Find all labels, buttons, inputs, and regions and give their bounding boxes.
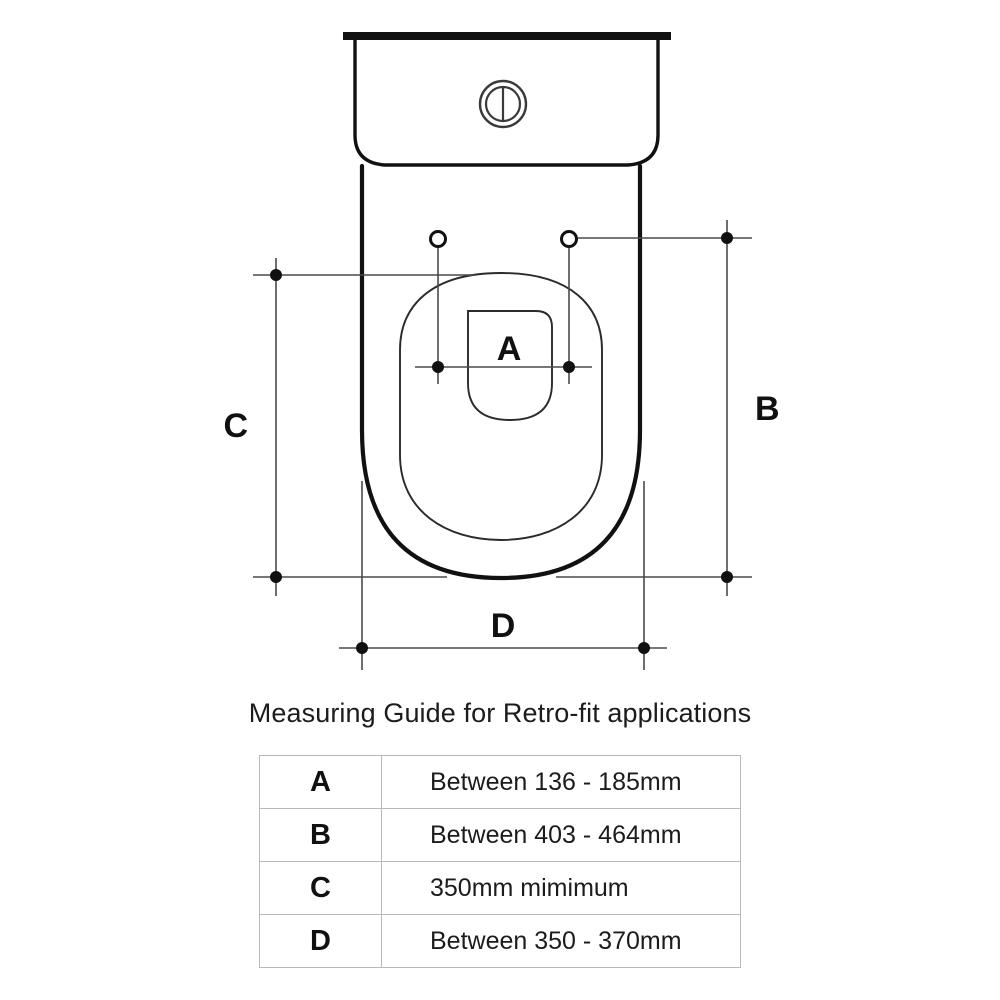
dimension-endpoint-a-right xyxy=(563,361,575,373)
seat-fixing-hole-right-icon xyxy=(560,230,578,248)
cistern-body xyxy=(353,38,660,167)
table-cell-value: Between 350 - 370mm xyxy=(381,914,741,968)
guide-caption: Measuring Guide for Retro-fit applicatio… xyxy=(248,698,752,728)
cistern-lid xyxy=(343,32,671,40)
bowl-rim xyxy=(399,272,603,541)
dimension-endpoint-d-right xyxy=(638,642,650,654)
dimension-label-d: D xyxy=(491,607,516,645)
table-cell-value: Between 136 - 185mm xyxy=(381,755,741,809)
dimension-label-c: C xyxy=(223,407,248,445)
pan-outline xyxy=(359,163,643,581)
measuring-guide-table: A Between 136 - 185mm B Between 403 - 46… xyxy=(259,755,741,968)
dimension-endpoint-a-left xyxy=(432,361,444,373)
table-cell-value: 350mm mimimum xyxy=(381,861,741,915)
table-cell-key: B xyxy=(259,808,382,862)
dual-flush-button-outer-ring[interactable] xyxy=(478,79,528,129)
dimension-endpoint-b-bottom xyxy=(721,571,733,583)
table-row: D Between 350 - 370mm xyxy=(259,914,741,968)
dimension-endpoint-b-top xyxy=(721,232,733,244)
table-cell-value: Between 403 - 464mm xyxy=(381,808,741,862)
dimension-endpoint-d-left xyxy=(356,642,368,654)
dimension-label-b: B xyxy=(755,390,780,428)
dimension-endpoint-c-bottom xyxy=(270,571,282,583)
table-row: C 350mm mimimum xyxy=(259,861,741,915)
table-row: A Between 136 - 185mm xyxy=(259,755,741,809)
table-cell-key: A xyxy=(259,755,382,809)
table-cell-key: D xyxy=(259,914,382,968)
dimension-endpoint-c-top xyxy=(270,269,282,281)
dimension-label-a: A xyxy=(497,330,522,368)
water-area xyxy=(467,310,553,421)
table-cell-key: C xyxy=(259,861,382,915)
seat-fixing-hole-left-icon xyxy=(429,230,447,248)
table-row: B Between 403 - 464mm xyxy=(259,808,741,862)
